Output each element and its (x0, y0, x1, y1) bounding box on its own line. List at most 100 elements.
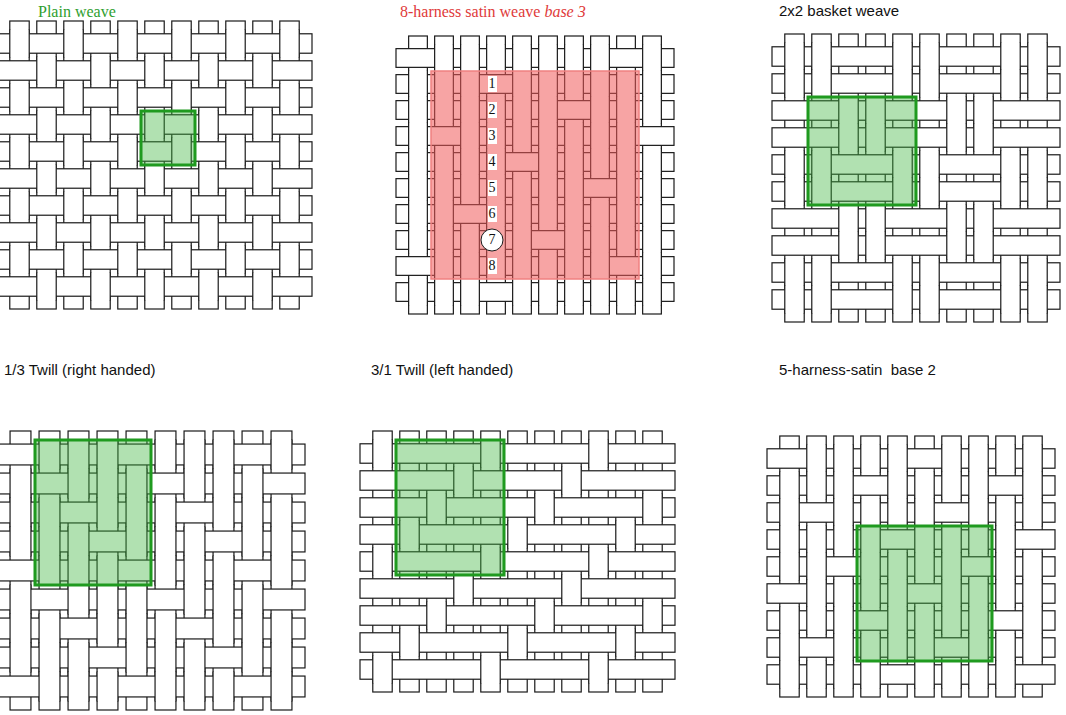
warp-edge (993, 97, 994, 125)
warp-float (487, 45, 506, 72)
warp-edge (826, 553, 827, 581)
warp-edge (833, 661, 834, 689)
warp-edge (408, 201, 409, 228)
warp-edge (408, 227, 409, 254)
warp-float-fill (184, 527, 205, 556)
warp-float-fill (172, 30, 191, 57)
warp-float-fill (539, 279, 558, 305)
warp-float-fill (64, 30, 83, 57)
warp-edge (233, 556, 234, 586)
warp-float-fill (539, 45, 558, 71)
warp-edge (83, 192, 84, 220)
warp-edge (826, 661, 827, 689)
warp-edge (486, 45, 487, 72)
warp-edge (799, 499, 800, 527)
warp-edge (434, 279, 435, 306)
weft-yarn (0, 88, 312, 107)
warp-edge (941, 661, 942, 689)
warp-float-fill (974, 232, 993, 259)
warp-edge (218, 111, 219, 139)
warp-edge (270, 672, 271, 702)
warp-edge (912, 259, 913, 287)
warp-edge (1015, 661, 1016, 689)
warp-float-fill (834, 580, 853, 607)
warp-float (461, 279, 480, 306)
warp-edge (83, 246, 84, 274)
warp-edge (38, 672, 39, 702)
warp-edge (96, 614, 97, 644)
warp-float (947, 97, 966, 125)
warp-float (643, 227, 662, 254)
warp-float (118, 246, 137, 274)
warp-edge (392, 656, 393, 684)
warp-float-fill (118, 30, 137, 57)
warp-float (780, 499, 799, 527)
warp-edge (853, 499, 854, 527)
warp-float-fill (435, 45, 454, 71)
warp-edge (399, 629, 400, 657)
warp-float (91, 57, 110, 85)
warp-edge (661, 175, 662, 202)
warp-float-fill (184, 469, 205, 498)
warp-edge (252, 219, 253, 247)
warp-edge (233, 672, 234, 702)
warp-edge (117, 192, 118, 220)
warp-edge (252, 165, 253, 193)
warp-float (807, 607, 826, 635)
warp-float-fill (97, 672, 118, 701)
warp-float-fill (155, 672, 176, 701)
warp-edge (183, 469, 184, 499)
warp-edge (966, 97, 967, 125)
warp-float-fill (785, 286, 804, 313)
warp-edge (270, 498, 271, 528)
warp-edge (811, 259, 812, 287)
warp-float (97, 614, 118, 644)
warp-float-fill (1001, 178, 1020, 205)
warp-edge (164, 57, 165, 85)
warp-float-fill (974, 124, 993, 151)
warp-float-fill (409, 149, 428, 175)
warp-edge (218, 165, 219, 193)
warp-edge (961, 445, 962, 473)
warp-edge (9, 498, 10, 528)
warp-edge (554, 602, 555, 630)
warp-edge (860, 661, 861, 689)
warp-float (409, 175, 428, 202)
warp-edge (1042, 634, 1043, 662)
warp-edge (1042, 472, 1043, 500)
warp-edge (1020, 151, 1021, 179)
weft-yarn (772, 236, 1060, 255)
warp-float-fill (834, 445, 853, 472)
warp-edge (995, 634, 996, 662)
warp-edge (299, 192, 300, 220)
warp-edge (241, 585, 242, 615)
warp-float (780, 607, 799, 635)
warp-float (920, 286, 939, 314)
warp-edge (427, 201, 428, 228)
warp-edge (590, 45, 591, 72)
warp-float (271, 672, 292, 702)
warp-float-fill (39, 672, 60, 701)
warp-edge (262, 469, 263, 499)
warp-edge (892, 259, 893, 287)
warp-edge (279, 192, 280, 220)
warp-edge (784, 151, 785, 179)
warp-float (271, 498, 292, 528)
warp-float-fill (513, 279, 532, 305)
warp-edge (175, 498, 176, 528)
warp-edge (826, 526, 827, 554)
warp-float (39, 614, 60, 644)
warp-float (118, 84, 137, 112)
warp-edge (90, 57, 91, 85)
warp-float (91, 165, 110, 193)
warp-float (184, 527, 205, 557)
warp-edge (966, 124, 967, 152)
warp-edge (30, 585, 31, 615)
warp-edge (59, 672, 60, 702)
row-number: 3 (488, 128, 497, 143)
warp-float (409, 71, 428, 98)
warp-float (145, 57, 164, 85)
warp-edge (642, 227, 643, 254)
warp-edge (853, 445, 854, 473)
